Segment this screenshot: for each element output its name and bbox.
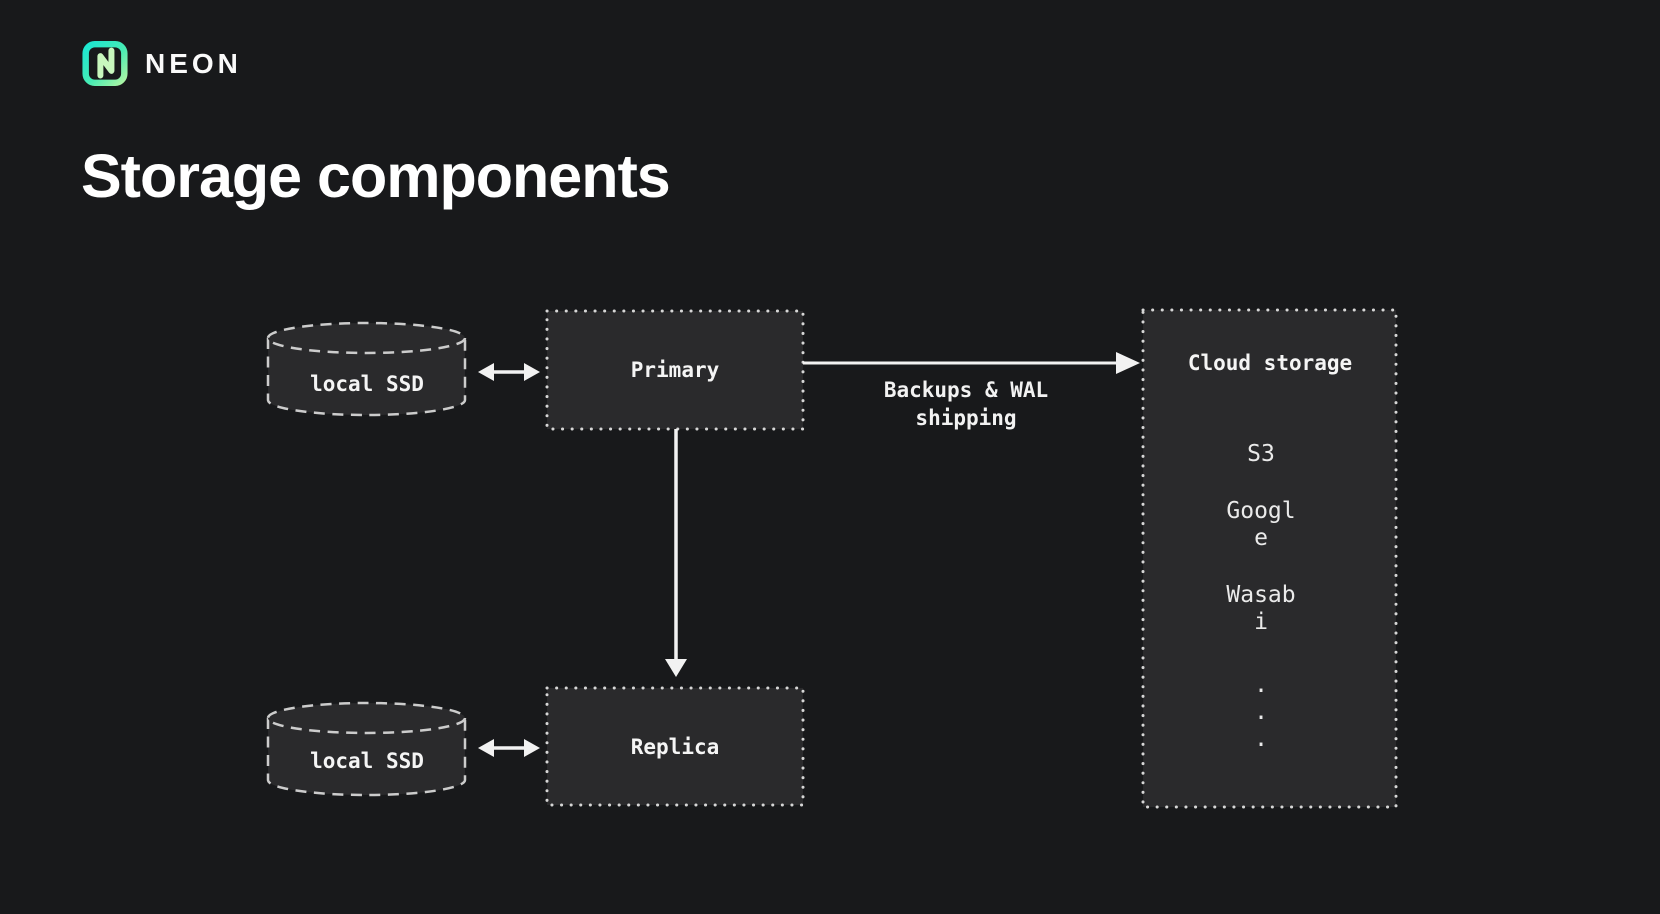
cloud-item-wasabi: Wasabi <box>1226 582 1296 635</box>
cloud-storage-items: S3 Google Wasabi . . . <box>1223 441 1299 753</box>
brand-header: NEON <box>82 40 242 87</box>
page-title: Storage components <box>81 142 671 210</box>
ssd-primary-arrow <box>478 363 540 381</box>
primary-cloud-arrow <box>803 352 1140 374</box>
cloud-storage-title: Cloud storage <box>1187 351 1353 375</box>
ellipsis-dot: . <box>1254 699 1268 725</box>
cloud-storage-box <box>1141 308 1398 809</box>
local-ssd-cylinder-bottom <box>266 701 467 797</box>
local-ssd-bottom-label: local SSD <box>310 749 424 773</box>
local-ssd-top-label: local SSD <box>310 372 424 396</box>
neon-logo-icon <box>82 40 128 87</box>
primary-label: Primary <box>630 358 720 382</box>
ssd-replica-arrow <box>478 739 540 757</box>
replica-label: Replica <box>630 735 720 759</box>
replica-box <box>545 686 805 807</box>
ellipsis-dot: . <box>1254 672 1268 698</box>
local-ssd-cylinder-top <box>266 321 467 417</box>
neon-wordmark: NEON <box>145 47 242 79</box>
primary-replica-arrow <box>665 429 687 677</box>
primary-box <box>545 309 805 431</box>
backups-wal-shipping-label: Backups & WAL shipping <box>883 378 1049 430</box>
cloud-items-ellipsis: . . . <box>1254 672 1268 753</box>
cloud-item-s3: S3 <box>1247 441 1275 467</box>
cloud-item-google: Google <box>1226 498 1296 551</box>
ellipsis-dot: . <box>1254 726 1268 752</box>
